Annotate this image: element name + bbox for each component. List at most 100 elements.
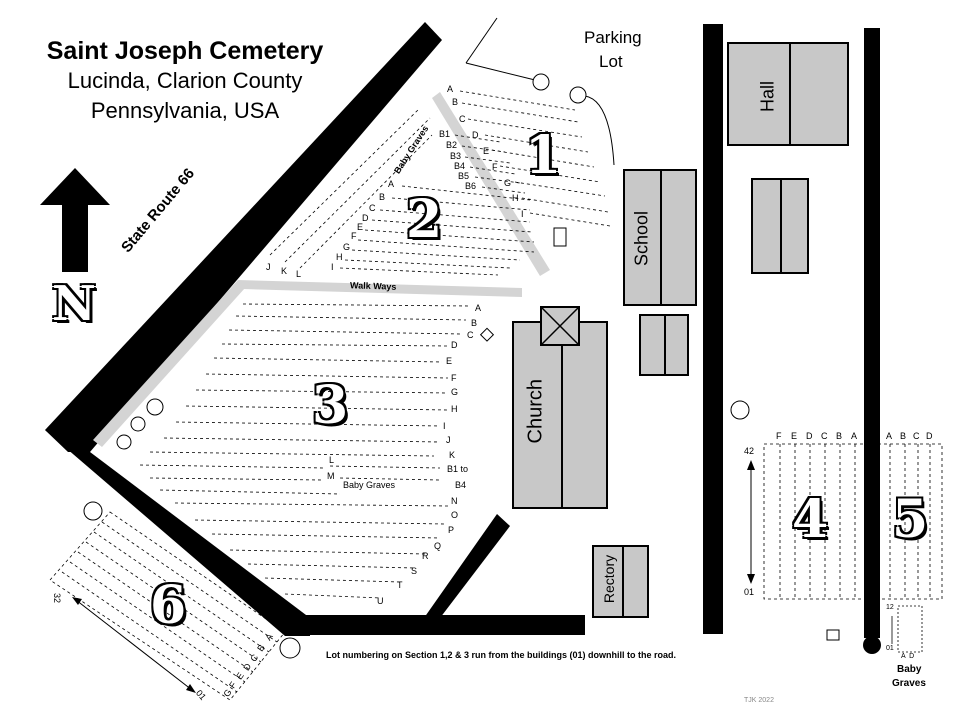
section2-row-label: H [336,252,343,262]
tree-icon [532,73,550,91]
section3-row-label: P [448,525,455,535]
tree-icon [146,398,164,416]
hall-building [727,42,849,146]
section-4-number: 4 [792,489,829,550]
section1-row-label: C [459,114,466,124]
section3-row-label: U [377,596,384,606]
baby-graves-label-line2: Graves [892,678,926,689]
section3-row-label: Q [434,541,442,551]
parking-boundary-1 [465,17,498,64]
tree-icon [116,434,132,450]
section6-arrow [75,599,193,691]
section3-row-label: B1 to [447,464,469,474]
school-annex-building [639,314,689,376]
section4-col-label: D [806,431,813,441]
credit: TJK 2022 [744,697,774,704]
section4-col-label: C [821,431,828,441]
tree-icon [569,86,587,104]
tree-icons [83,73,750,659]
section2-extra-label: J [266,262,271,272]
section3-row-label: G [451,387,459,397]
walkways-label: Walk Ways [349,280,397,292]
section4-bottom-number: 01 [744,587,755,597]
section2-row-label: G [343,242,351,252]
title-main: Saint Joseph Cemetery [46,37,324,65]
title-line3: Pennsylvania, USA [90,98,280,123]
section2-extra-label: K [281,266,288,276]
section3-row-label: S [411,566,418,576]
road-bottom [285,615,585,635]
section3-row-label: R [422,551,429,561]
parking-boundary-2 [465,62,536,81]
section3-baby-graves-label: Baby Graves [343,480,396,490]
section3-row-label: J [446,435,451,445]
section1-row-label: H [512,193,519,203]
parking-label-line1: Parking [584,28,642,47]
section1-row-label: F [492,162,498,172]
baby-row-label: B5 [458,171,470,181]
section3-row-label: T [397,580,403,590]
baby-row-label: B4 [454,161,466,171]
section1-row-label: G [504,178,512,188]
section3-row-label: D [451,340,458,350]
section4-arrow-top [747,460,755,470]
section2-rows [269,107,535,276]
section4-top-number: 42 [744,446,755,456]
church-steeple [540,306,580,346]
section4-arrow-bottom [747,574,755,584]
section3-inner-label: M [327,471,335,481]
title-block: Saint Joseph Cemetery Lucinda, Clarion C… [20,36,350,126]
section6-boundary [49,511,286,701]
section3-row-label: C [467,330,474,340]
section3-row-label: H [451,404,458,414]
section2-row-label: A [388,179,395,189]
section3-inner-label: L [329,455,335,465]
section5-col-label: A [886,431,893,441]
section-1-number: 1 [525,125,562,186]
section-6-number: 6 [150,575,187,636]
section45-columns [779,444,931,599]
section1-row-label: E [483,146,490,156]
section3-row-label: E [446,356,453,366]
marker-rect [553,227,567,247]
section4-col-label: E [791,431,798,441]
section3-row-label: A [475,303,482,313]
hall-label: Hall [757,81,778,113]
section2-row-label: B [379,192,386,202]
section1-rows [459,90,611,227]
road-lower-segment [45,430,310,636]
baby-graves-bottom-number: 01 [886,645,894,652]
section6-top-number: 32 [52,593,62,604]
section2-row-label: I [331,262,334,272]
road-vertical-right [864,28,880,638]
tree-icon [83,501,103,521]
section3-row-label: B [471,318,478,328]
section1-row-label: B [452,97,459,107]
section4-col-label: F [776,431,782,441]
parking-label-line2: Lot [599,52,623,71]
baby-row-label: B6 [465,181,477,191]
road-vertical-main [703,24,723,634]
section3-row-label: I [443,421,446,431]
section1-row-label: I [521,209,524,219]
north-arrow-icon [40,168,110,272]
section2-row-label: F [351,231,357,241]
baby-row-label: B2 [446,140,458,150]
rectory-building [592,545,649,618]
walkway-horizontal [238,280,522,297]
section6-arrow-top [72,597,82,605]
lot-numbering-note: Lot numbering on Section 1,2 & 3 run fro… [326,650,677,660]
section-3-number: 3 [312,375,349,436]
tree-icon [279,637,301,659]
baby-graves-top-number: 12 [886,604,894,611]
section3-row-label: N [451,496,458,506]
church-label: Church [524,379,547,444]
state-route-66-road [45,22,442,452]
section6-arrow-bottom [186,684,196,693]
section3-row-label: F [451,373,457,383]
road-end-marker [863,636,881,654]
hall-annex-building [751,178,809,274]
church-building [512,321,608,509]
section2-row-label: C [369,203,376,213]
